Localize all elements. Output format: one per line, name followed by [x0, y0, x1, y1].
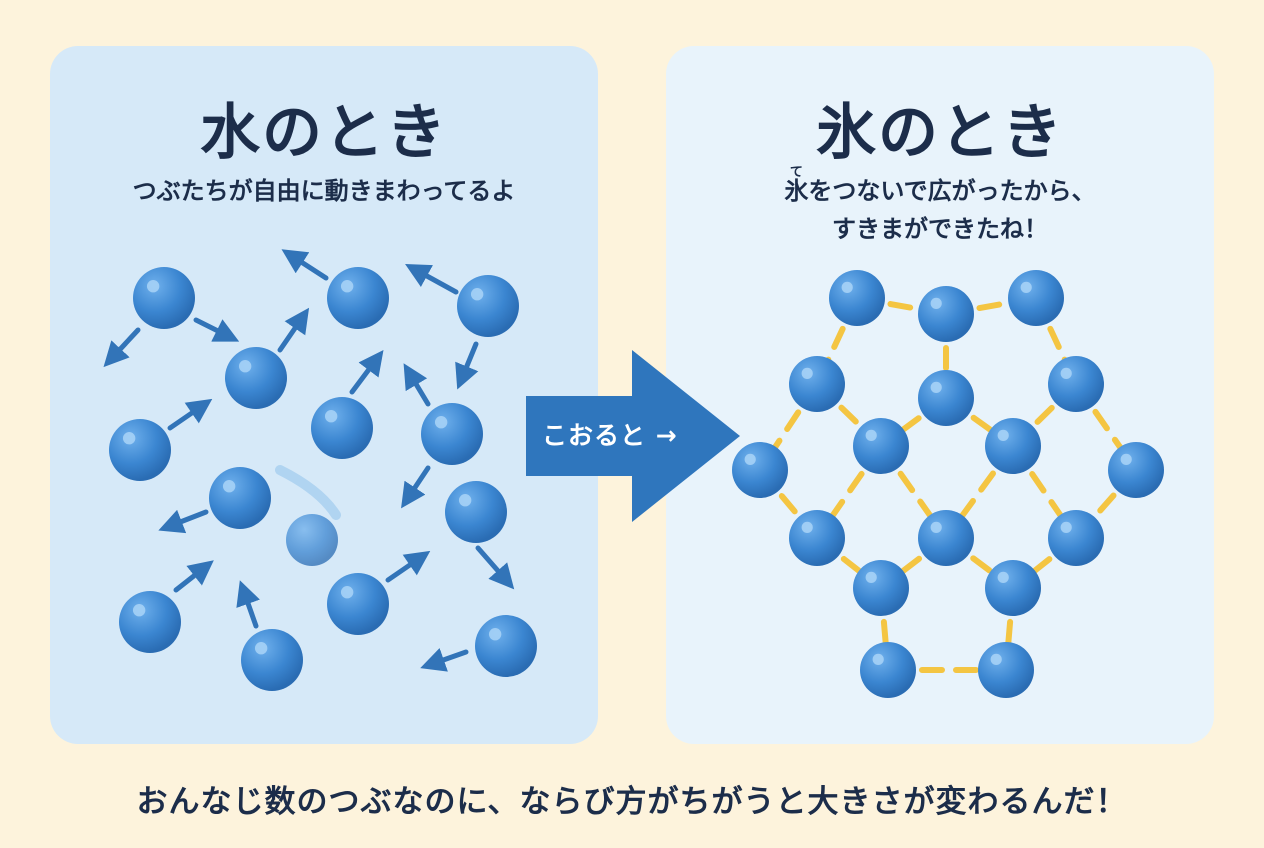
ice-molecule — [1108, 442, 1164, 498]
motion-arrow — [475, 545, 515, 590]
water-molecule — [133, 267, 195, 329]
freeze-arrow-shape — [526, 350, 740, 522]
ice-kanji: 氷 — [784, 177, 809, 205]
motion-arrow — [158, 509, 209, 534]
water-molecule — [241, 629, 303, 691]
water-subtitle: つぶたちが自由に動きまわってるよ — [132, 177, 516, 205]
motion-arrow — [103, 327, 141, 368]
ice-molecule — [978, 642, 1034, 698]
ice-molecule — [1048, 510, 1104, 566]
water-molecule — [475, 615, 537, 677]
water-molecule — [209, 467, 271, 529]
ice-molecule — [918, 286, 974, 342]
ice-molecule — [789, 510, 845, 566]
water-title: 水のとき — [200, 98, 448, 168]
water-molecule — [225, 347, 287, 409]
ice-molecule — [829, 270, 885, 326]
ice-subtitle: て氷をつないで広がったから、 すきまができたね！ — [666, 165, 1214, 248]
freeze-arrow-label: こおると → — [542, 421, 678, 450]
motion-arrow — [173, 560, 214, 593]
water-molecule — [327, 573, 389, 635]
water-molecule — [119, 591, 181, 653]
motion-arrow — [281, 249, 329, 281]
motion-arrow — [277, 307, 310, 353]
motion-arrow — [401, 465, 431, 509]
motion-arrow — [193, 317, 240, 342]
motion-arrow — [420, 648, 469, 672]
ice-molecule — [789, 356, 845, 412]
ice-molecule — [1008, 270, 1064, 326]
water-motion-arrows — [103, 249, 515, 672]
motion-arrow — [405, 263, 459, 295]
water-molecule — [457, 275, 519, 337]
ice-molecule — [985, 560, 1041, 616]
motion-arrow — [167, 398, 213, 431]
ice-title: 氷のとき — [816, 98, 1064, 168]
motion-arrow — [403, 363, 431, 407]
water-molecule — [445, 481, 507, 543]
ice-panel: 氷のとき て氷をつないで広がったから、 すきまができたね！ — [666, 46, 1214, 744]
ice-molecule — [732, 442, 788, 498]
water-molecule — [421, 403, 483, 465]
water-molecule — [109, 419, 171, 481]
motion-arrow — [349, 350, 384, 395]
ice-bonds — [757, 295, 1139, 673]
ice-molecule — [860, 642, 916, 698]
ruby-text: て — [789, 165, 803, 180]
water-molecules — [109, 267, 537, 691]
water-molecule-moving — [275, 465, 341, 566]
ice-molecule — [918, 370, 974, 426]
motion-arrow — [385, 550, 431, 583]
ice-molecule — [853, 418, 909, 474]
water-molecule — [327, 267, 389, 329]
ice-molecule — [1048, 356, 1104, 412]
motion-arrow — [455, 341, 479, 390]
ice-subtitle-line1: をつないで広がったから、 — [808, 177, 1096, 205]
motion-arrow — [236, 580, 260, 629]
ice-molecule — [918, 510, 974, 566]
water-molecule — [311, 397, 373, 459]
ice-kanji-with-ruby: て氷 — [784, 165, 809, 210]
ice-molecule — [985, 418, 1041, 474]
bottom-caption: おんなじ数のつぶなのに、ならび方がちがうと大きさが変わるんだ！ — [136, 784, 1128, 820]
ice-molecule — [853, 560, 909, 616]
ice-subtitle-line2: すきまができたね！ — [832, 215, 1048, 243]
ice-molecules — [732, 270, 1164, 698]
freeze-arrow: こおると → — [524, 350, 744, 522]
